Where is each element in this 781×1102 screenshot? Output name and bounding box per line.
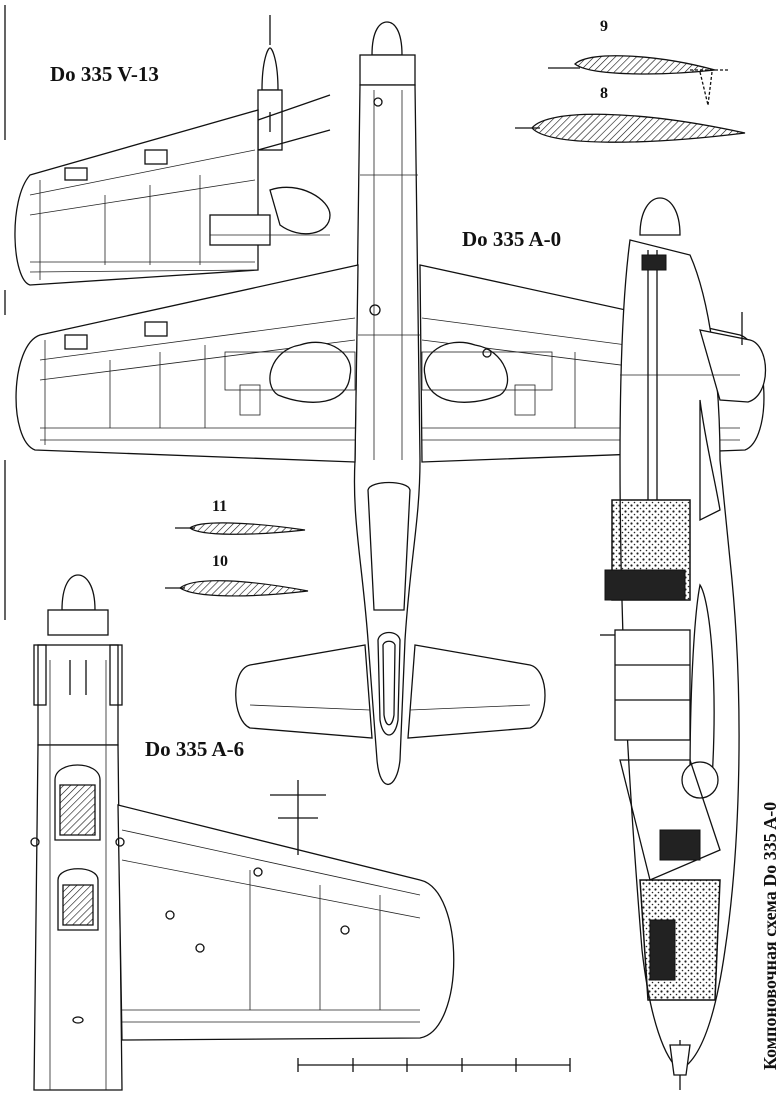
caption-layout-diagram: Компоновочная схема Do 335 A-0 (760, 801, 780, 1070)
airfoil-8 (515, 113, 746, 143)
profile-number-8: 8 (600, 85, 608, 102)
a0-top-view (15, 21, 765, 786)
profile-number-11: 11 (212, 498, 228, 515)
a6-top-view (30, 574, 455, 1091)
a0-cutaway-view (600, 197, 767, 1090)
profile-number-10: 10 (212, 553, 228, 570)
airfoil-9 (548, 55, 730, 106)
airfoil-10 (165, 580, 309, 597)
v13-partial-view (14, 15, 331, 286)
profile-number-9: 9 (600, 18, 608, 35)
label-do335-a0: Do 335 A-0 (462, 227, 562, 251)
label-do335-v13: Do 335 V-13 (50, 62, 159, 86)
airfoil-11 (175, 522, 306, 535)
scale-bar (297, 1058, 571, 1072)
label-do335-a6: Do 335 A-6 (145, 737, 245, 761)
